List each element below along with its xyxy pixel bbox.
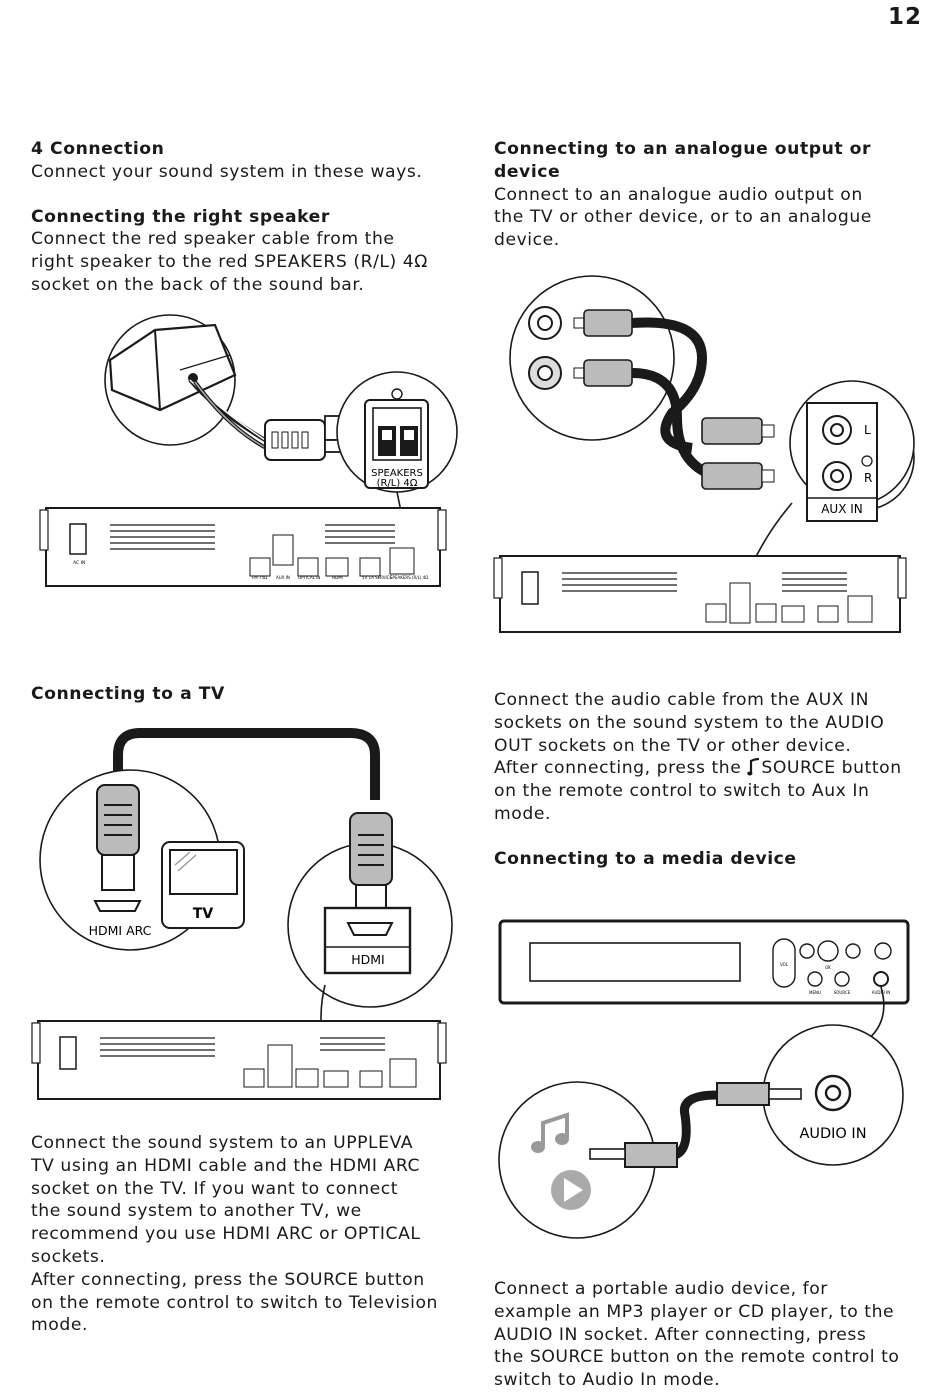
analogue-diagram: L R AUX IN — [493, 275, 915, 633]
analogue-heading-1: Connecting to an analogue output or — [494, 139, 872, 159]
analogue-section: Connecting to an analogue output or devi… — [494, 138, 934, 252]
vol-label: VOL — [780, 962, 789, 967]
audio-jack-cable — [589, 1082, 802, 1168]
tv-text-block: Connect the sound system to an UPPLEVA T… — [31, 1132, 471, 1337]
section-heading: 4 Connection — [31, 139, 165, 159]
page-number: 12 — [887, 4, 922, 30]
hdmi-small-label: HDMI — [332, 575, 343, 580]
music-note-graphic — [531, 1112, 569, 1153]
media-text: Connect a portable audio device, for exa… — [494, 1279, 900, 1391]
tv-heading-block: Connecting to a TV — [31, 683, 471, 706]
speakers-label-1: SPEAKERS — [371, 468, 423, 479]
hdmi-plug-device — [349, 812, 393, 912]
aux-text-part2: SOURCE button on the remote control to s… — [494, 758, 902, 824]
audio-in-label: AUDIO IN — [799, 1126, 866, 1142]
soundbar-back-3 — [31, 1020, 447, 1100]
music-note-icon — [747, 758, 760, 776]
tv-label: TV — [193, 906, 214, 922]
service-label: 5V 1A SERVICE — [362, 575, 392, 580]
right-speaker-text: Connect the red speaker cable from the r… — [31, 229, 428, 295]
soundbar-back-1: AC IN FM 75Ω AUX IN OPTICAL IN HDMI 5V 1… — [39, 507, 447, 587]
speakers-label-2: (R/L) 4Ω — [377, 478, 418, 489]
optical-label: OPTICAL IN — [298, 575, 320, 580]
ac-in-label: AC IN — [73, 560, 85, 566]
media-diagram: VOL OK MENU SOURCE AUDIO IN AUDIO IN — [498, 919, 910, 1239]
analogue-text: Connect to an analogue audio output on t… — [494, 184, 872, 251]
aux-text-part1: Connect the audio cable from the AUX IN … — [494, 690, 885, 779]
fm-label: FM 75Ω — [252, 575, 267, 580]
left-label: L — [864, 423, 871, 437]
media-text-block: Connect a portable audio device, for exa… — [494, 1278, 934, 1392]
play-icon — [551, 1170, 591, 1210]
right-speaker-heading: Connecting the right speaker — [31, 206, 330, 227]
ok-label: OK — [825, 965, 831, 970]
tv-heading: Connecting to a TV — [31, 684, 225, 704]
right-label: R — [864, 471, 872, 485]
aux-in-label: AUX IN — [821, 502, 863, 516]
section-intro: Connect your sound system in these ways. — [31, 161, 423, 182]
rca-plugs-left — [573, 309, 633, 387]
analogue-heading-2: device — [494, 161, 561, 182]
connection-section: 4 Connection Connect your sound system i… — [31, 138, 471, 297]
aux-section: Connect the audio cable from the AUX IN … — [494, 689, 934, 871]
speakers-small-label: SPEAKERS (R/L) 4Ω — [390, 575, 428, 580]
source-label: SOURCE — [834, 990, 851, 995]
hdmi-label: HDMI — [351, 952, 385, 967]
media-heading: Connecting to a media device — [494, 848, 797, 869]
rca-plugs-right — [701, 417, 775, 490]
aux-small-label: AUX IN — [276, 575, 290, 580]
audio-in-small-label: AUDIO IN — [872, 990, 891, 995]
right-speaker-diagram: SPEAKERS (R/L) 4Ω AC IN FM 75Ω AUX IN OP… — [39, 314, 458, 587]
hdmi-arc-label: HDMI ARC — [89, 923, 152, 938]
soundbar-back-2 — [493, 555, 907, 633]
tv-hdmi-diagram: HDMI ARC TV HDMI — [31, 728, 453, 1100]
menu-label: MENU — [809, 990, 821, 995]
hdmi-plug-tv — [96, 784, 140, 891]
aux-text: Connect the audio cable from the AUX IN … — [494, 689, 934, 826]
tv-text: Connect the sound system to an UPPLEVA T… — [31, 1133, 438, 1336]
